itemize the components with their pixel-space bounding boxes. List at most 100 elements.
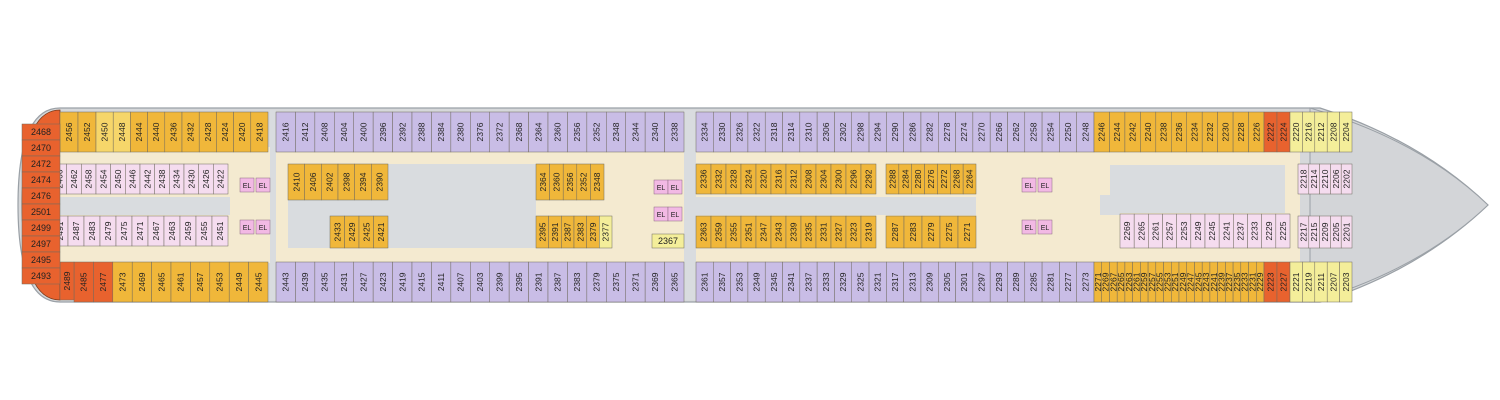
mid-aft-inner-top-cabin[interactable] <box>371 163 389 201</box>
cabin-number: 2363 <box>699 222 709 241</box>
elevator <box>239 219 255 235</box>
aft-inner-bottom-cabin[interactable] <box>211 215 229 247</box>
elevator-label: EL <box>1041 183 1050 190</box>
cabin-number: 2400 <box>358 122 368 141</box>
bow-tip <box>1309 107 1489 303</box>
cabin-number: 2208 <box>1328 122 1338 141</box>
cabin-number: 2347 <box>759 222 769 241</box>
cabin-number: 2407 <box>456 272 466 291</box>
mid-fore-inner-top-cabin[interactable] <box>962 163 977 195</box>
cabin-number: 2465 <box>156 272 166 291</box>
cabin-number: 2266 <box>994 122 1004 141</box>
cabin-number: 2201 <box>1342 222 1352 241</box>
cabin-number: 2235 <box>1232 272 1242 291</box>
bow-inner-bottom-cabin[interactable] <box>1340 215 1353 249</box>
cabin-number: 2247 <box>1186 272 1196 291</box>
bow-inner-top-cabin[interactable] <box>1340 163 1353 195</box>
cabin-number: 2271 <box>1093 272 1103 291</box>
cabin-number: 2241 <box>1209 272 1219 291</box>
cabin-number: 2339 <box>789 222 799 241</box>
cabin-number: 2390 <box>375 172 385 191</box>
cabin-number: 2345 <box>769 272 779 291</box>
cabin-number: 2262 <box>1011 122 1021 141</box>
bow-top-cabin[interactable] <box>1339 111 1353 153</box>
mid-aft-top-cabin[interactable] <box>664 111 685 153</box>
cabin-number: 2462 <box>69 169 79 188</box>
cabin-number: 2287 <box>890 222 900 241</box>
stern-suite[interactable] <box>21 267 61 285</box>
cabin-number: 2327 <box>834 222 844 241</box>
cabin-number: 2270 <box>977 122 987 141</box>
cabin-number: 2497 <box>31 239 51 249</box>
cabin-number: 2242 <box>1128 122 1138 141</box>
cabin-number: 2352 <box>579 172 589 191</box>
mid-aft-inner-bottom-cabin[interactable] <box>373 215 389 249</box>
cabin-number: 2331 <box>819 222 829 241</box>
cabin-number: 2283 <box>908 222 918 241</box>
cabin-number: 2300 <box>834 169 844 188</box>
cabin-number: 2495 <box>31 255 51 265</box>
elevator-label: EL <box>1041 225 1050 232</box>
cabin-number: 2322 <box>752 122 762 141</box>
cabin-number: 2493 <box>31 271 51 281</box>
cabin-number: 2206 <box>1331 169 1341 188</box>
cabin-number: 2259 <box>1139 272 1149 291</box>
elevator-label: EL <box>259 183 268 190</box>
cabin-number: 2479 <box>103 221 113 240</box>
cabin-number: 2275 <box>944 222 954 241</box>
cabin-number: 2475 <box>119 221 129 240</box>
fore-inner-bottom-cabin[interactable] <box>1275 213 1291 249</box>
cabin-number: 2383 <box>572 272 582 291</box>
elevator <box>1021 219 1037 235</box>
cabin-number: 2411 <box>436 273 446 292</box>
bow-bottom-cabin[interactable] <box>1339 261 1353 303</box>
mid-aft-bottom-cabin[interactable] <box>664 261 685 303</box>
cabin-number: 2265 <box>1136 221 1146 240</box>
cabin-number: 2455 <box>199 221 209 240</box>
cabin-number: 2356 <box>565 172 575 191</box>
cabin-number: 2245 <box>1193 272 1203 291</box>
cabin-number: 2394 <box>358 172 368 191</box>
cabin-number: 2244 <box>1112 122 1122 141</box>
cabin-number: 2273 <box>1080 272 1090 291</box>
cabin-number: 2265 <box>1116 272 1126 291</box>
cabin-number: 2367 <box>658 236 678 246</box>
mid-aft-inner-bottom-cabin[interactable] <box>599 215 613 249</box>
cabin-number: 2223 <box>1266 272 1276 291</box>
cabin-number: 2371 <box>630 272 640 291</box>
cabin-number: 2450 <box>113 169 123 188</box>
cabin-number: 2233 <box>1240 272 1250 291</box>
cabin-number: 2349 <box>752 272 762 291</box>
cabin-number: 2383 <box>575 222 585 241</box>
cabin-number: 2276 <box>926 169 936 188</box>
cabin-number: 2328 <box>729 169 739 188</box>
cabin-number: 2282 <box>925 122 935 141</box>
cabin-number: 2312 <box>789 169 799 188</box>
cabin-number: 2474 <box>31 175 51 185</box>
cabin-number: 2343 <box>774 222 784 241</box>
aft-top-cabin[interactable] <box>250 111 269 153</box>
aft-bottom-cabin[interactable] <box>248 261 269 303</box>
cabin-number: 2423 <box>378 272 388 291</box>
cabin-number: 2277 <box>1063 272 1073 291</box>
mid-fore-inner-bottom-cabin[interactable] <box>860 215 877 249</box>
elevator-label: EL <box>657 212 666 219</box>
cabin-number: 2215 <box>1309 222 1319 241</box>
cabin-number: 2263 <box>1124 272 1134 291</box>
cabin-number: 2211 <box>1316 273 1326 292</box>
cabin-number: 2359 <box>714 222 724 241</box>
aft-inner-top-cabin[interactable] <box>213 163 229 195</box>
cabin-number: 2216 <box>1304 122 1314 141</box>
stair-room[interactable] <box>651 233 685 249</box>
mid-fore-inner-bottom-cabin[interactable] <box>957 215 977 249</box>
mid-fore-inner-top-cabin[interactable] <box>860 163 877 195</box>
cabin-number: 2440 <box>151 122 161 141</box>
cabin-number: 2305 <box>942 272 952 291</box>
cabin-number: 2438 <box>157 169 167 188</box>
cabin-number: 2250 <box>1063 122 1073 141</box>
cabin-number: 2395 <box>514 272 524 291</box>
cabin-number: 2302 <box>838 122 848 141</box>
mid-aft-inner-top-cabin[interactable] <box>590 163 605 201</box>
cabin-number: 2384 <box>436 122 446 141</box>
